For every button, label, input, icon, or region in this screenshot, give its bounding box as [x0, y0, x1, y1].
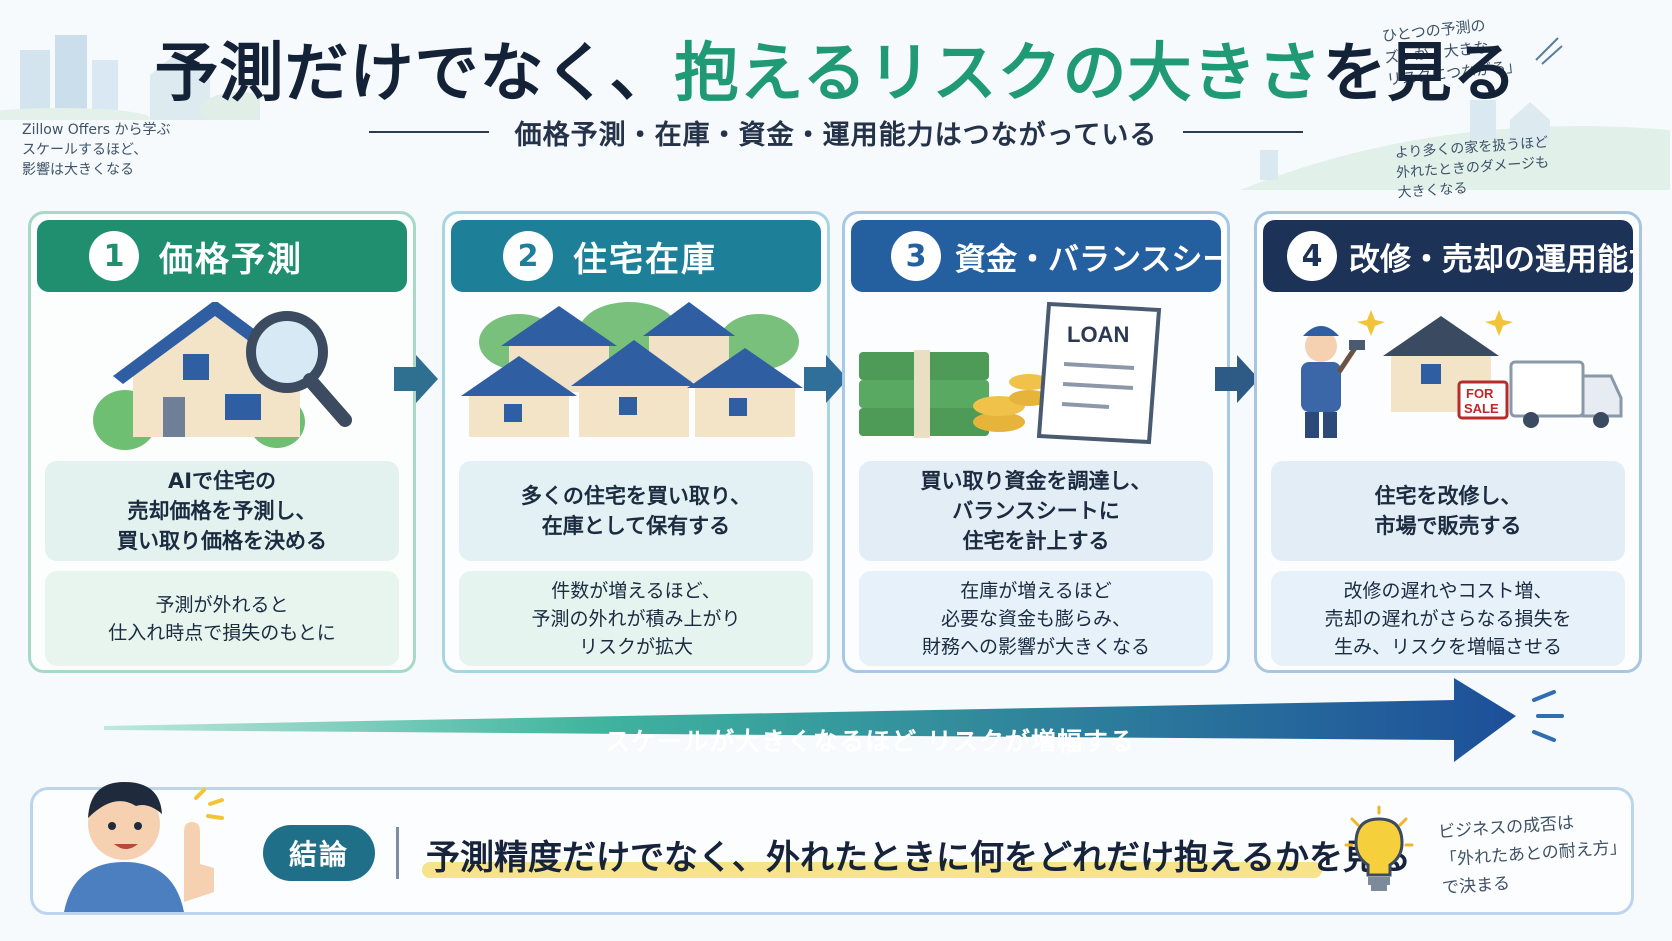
- card-capital-balance-sheet: 3 資金・バランスシート LOAN 買い取り資金を調達し、 バランスシートに 住…: [842, 211, 1230, 673]
- worker-house-truck-icon: FOR SALE: [1301, 310, 1623, 438]
- conclusion-text: 予測精度だけでなく、外れたときに何をどれだけ抱えるかを見る: [426, 838, 1411, 878]
- city-skyline-right-decoration: [1240, 100, 1670, 190]
- person-pointing-avatar: [64, 782, 224, 912]
- pencil-stroke-icon: [1535, 37, 1563, 65]
- houses-inventory-icon: [461, 302, 803, 437]
- page-subtitle: 価格予測・在庫・資金・運用能力はつながっている: [514, 119, 1158, 151]
- card-title: 資金・バランスシート: [955, 241, 1227, 278]
- title-accent: 抱えるリスクの大きさ: [674, 37, 1323, 111]
- side-note-top-left: Zillow Offers から学ぶ スケールするほど、 影響は大きくなる: [22, 122, 171, 178]
- subtitle-divider-right: [1183, 131, 1304, 133]
- card-header: 4 改修・売却の運用能力: [1263, 220, 1639, 292]
- loan-label: LOAN: [1067, 322, 1129, 347]
- card-main-text: 多くの住宅を買い取り、 在庫として保有する: [459, 461, 813, 561]
- conclusion-highlight: [422, 862, 1322, 878]
- card-price-forecast: 1 価格予測 AIで住宅の 売却価格を予測し、 買い取り価格を決める 予測が外れ…: [28, 211, 416, 673]
- card-main-text: 買い取り資金を調達し、 バランスシートに 住宅を計上する: [859, 461, 1213, 561]
- for-sale-label-bottom: SALE: [1464, 401, 1499, 416]
- card-risk-text: 件数が増えるほど、 予測の外れが積み上がり リスクが拡大: [459, 571, 813, 666]
- card-renovation-operations: 4 改修・売却の運用能力 FOR SALE 住宅を改修し、 市場で販売する 改修…: [1254, 211, 1642, 673]
- step-arrow-icon: [394, 355, 438, 403]
- scale-arrow-label: スケールが大きくなるほど リスクが増幅する: [605, 727, 1135, 756]
- step-number: 2: [503, 231, 553, 281]
- conclusion-divider: [396, 827, 399, 879]
- scale-risk-arrow: [104, 678, 1564, 762]
- city-skyline-left-decoration: [0, 35, 260, 120]
- page-title: 予測だけでなく、抱えるリスクの大きさを見る: [0, 22, 1672, 114]
- card-title: 住宅在庫: [573, 239, 717, 280]
- card-risk-text: 予測が外れると 仕入れ時点で損失のもとに: [45, 571, 399, 666]
- house-magnifier-icon: [93, 302, 352, 450]
- card-main-text: AIで住宅の 売却価格を予測し、 買い取り価格を決める: [45, 461, 399, 561]
- card-risk-text: 在庫が増えるほど 必要な資金も膨らみ、 財務への影響が大きくなる: [859, 571, 1213, 666]
- card-risk-text: 改修の遅れやコスト増、 売却の遅れがさらなる損失を 生み、リスクを増幅させる: [1271, 571, 1625, 666]
- step-number: 4: [1287, 231, 1337, 281]
- card-title: 改修・売却の運用能力: [1349, 241, 1642, 278]
- card-housing-inventory: 2 住宅在庫 多くの住宅を買い取り、 在庫として保有する 件数が増えるほど、 予…: [442, 211, 830, 673]
- subtitle-row: 価格予測・在庫・資金・運用能力はつながっている: [0, 112, 1672, 152]
- step-number: 1: [89, 231, 139, 281]
- conclusion-side-note: ビジネスの成否は 「外れたあとの耐え方」 で決まる: [1437, 813, 1628, 899]
- title-part-2: を見る: [1322, 37, 1518, 111]
- title-part-1: 予測だけでなく、: [154, 37, 675, 111]
- card-header: 3 資金・バランスシート: [851, 220, 1227, 292]
- card-main-text: 住宅を改修し、 市場で販売する: [1271, 461, 1625, 561]
- conclusion-badge: 結論: [263, 825, 375, 881]
- step-arrow-icon: [1215, 355, 1259, 403]
- card-title: 価格予測: [159, 239, 303, 280]
- step-arrow-icon: [804, 355, 848, 403]
- card-header: 1 価格予測: [37, 220, 407, 292]
- step-number: 3: [891, 231, 941, 281]
- for-sale-label-top: FOR: [1466, 386, 1494, 401]
- subtitle-divider-left: [368, 131, 489, 133]
- money-coins-loan-icon: LOAN: [859, 302, 1162, 445]
- lightbulb-icon: [1344, 805, 1414, 891]
- card-header: 2 住宅在庫: [451, 220, 821, 292]
